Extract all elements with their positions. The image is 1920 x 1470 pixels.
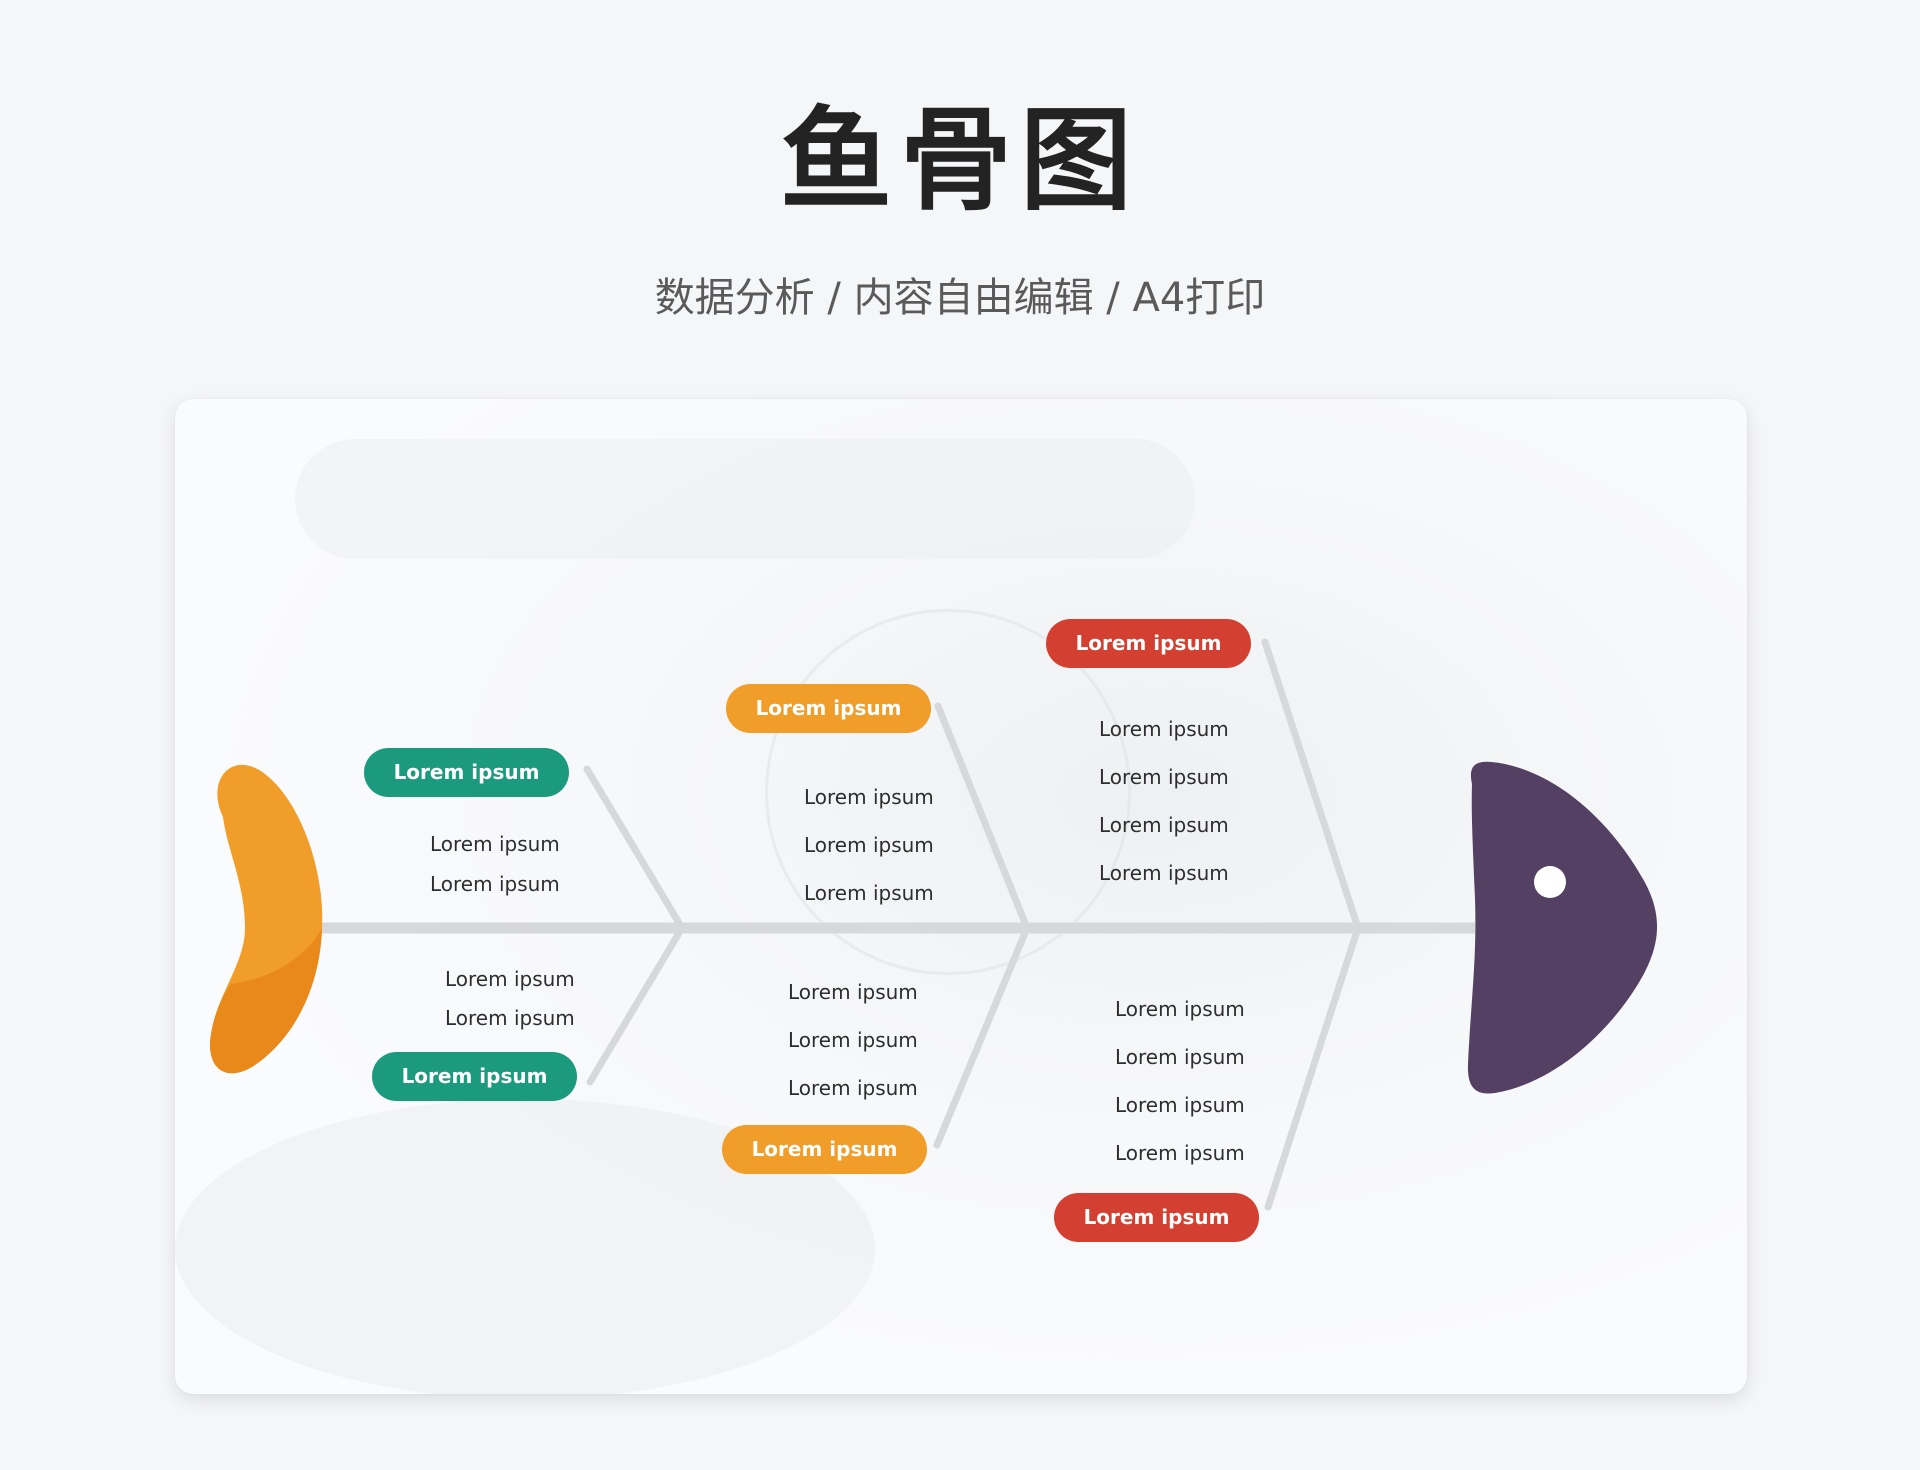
background-wash — [295, 439, 1195, 559]
cause-item[interactable]: Lorem ipsum — [1115, 997, 1245, 1021]
cause-item[interactable]: Lorem ipsum — [788, 1028, 918, 1052]
fishbone-card: Lorem ipsum Lorem ipsum Lorem ipsum Lore… — [175, 399, 1747, 1394]
category-label-bottom-2[interactable]: Lorem ipsum — [722, 1125, 927, 1174]
cause-item[interactable]: Lorem ipsum — [788, 980, 918, 1004]
bone-bottom-3 — [1264, 924, 1362, 1211]
background-ring — [765, 609, 1131, 975]
cause-item[interactable]: Lorem ipsum — [804, 833, 934, 857]
bone-top-1 — [583, 765, 686, 932]
fish-eye-icon — [1534, 866, 1566, 898]
cause-item[interactable]: Lorem ipsum — [788, 1076, 918, 1100]
fishbone-diagram — [210, 638, 1658, 1211]
fish-head-icon — [1467, 761, 1658, 1094]
cause-item[interactable]: Lorem ipsum — [1099, 717, 1229, 741]
category-label-top-3[interactable]: Lorem ipsum — [1046, 619, 1251, 668]
bone-top-3 — [1261, 638, 1362, 932]
cause-item[interactable]: Lorem ipsum — [445, 967, 575, 991]
cause-item[interactable]: Lorem ipsum — [804, 881, 934, 905]
cause-item[interactable]: Lorem ipsum — [1115, 1093, 1245, 1117]
cause-item[interactable]: Lorem ipsum — [430, 872, 560, 896]
fish-tail-icon — [210, 764, 323, 1074]
cause-item[interactable]: Lorem ipsum — [1099, 765, 1229, 789]
cause-item[interactable]: Lorem ipsum — [445, 1006, 575, 1030]
cause-item[interactable]: Lorem ipsum — [1115, 1141, 1245, 1165]
category-label-bottom-3[interactable]: Lorem ipsum — [1054, 1193, 1259, 1242]
category-label-bottom-1[interactable]: Lorem ipsum — [372, 1052, 577, 1101]
page-subtitle: 数据分析 / 内容自由编辑 / A4打印 — [654, 275, 1266, 321]
cause-item[interactable]: Lorem ipsum — [430, 832, 560, 856]
cause-item[interactable]: Lorem ipsum — [1099, 813, 1229, 837]
bone-top-2 — [934, 702, 1031, 932]
category-label-top-2[interactable]: Lorem ipsum — [726, 684, 931, 733]
bone-bottom-1 — [586, 924, 686, 1086]
cause-item[interactable]: Lorem ipsum — [1099, 861, 1229, 885]
cause-item[interactable]: Lorem ipsum — [804, 785, 934, 809]
page-title: 鱼骨图 — [780, 96, 1140, 226]
bone-bottom-2 — [933, 924, 1031, 1149]
category-label-top-1[interactable]: Lorem ipsum — [364, 748, 569, 797]
cause-item[interactable]: Lorem ipsum — [1115, 1045, 1245, 1069]
